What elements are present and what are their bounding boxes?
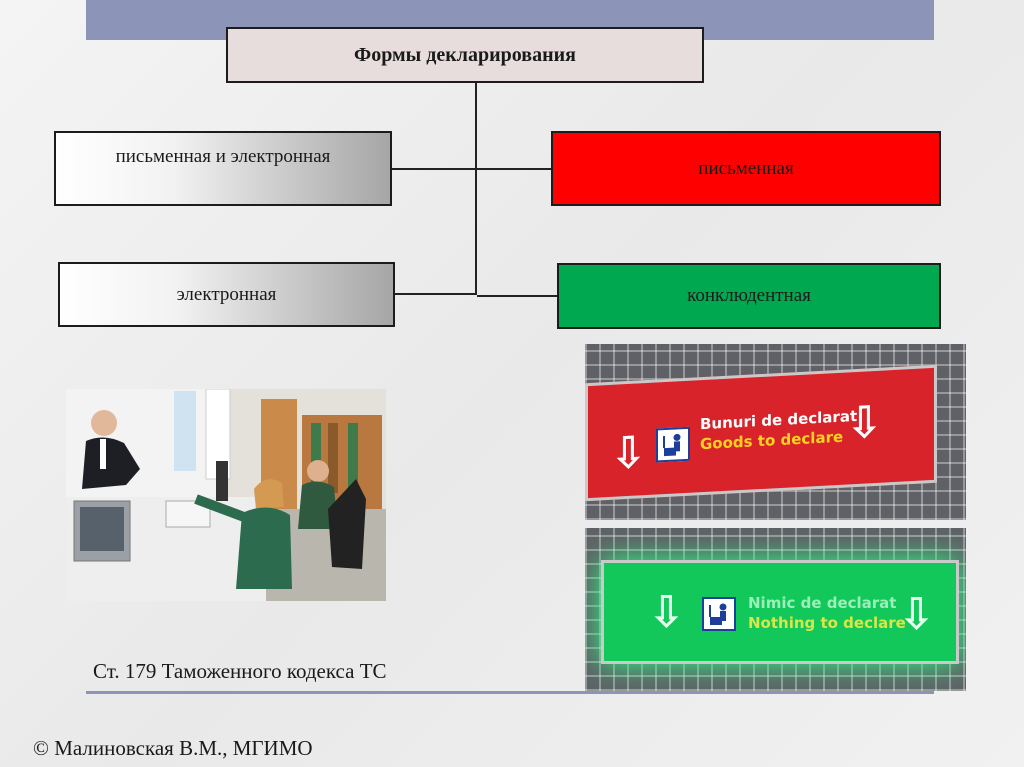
copyright-text: © Малиновская В.М., МГИМО [33,736,313,760]
customs-officer-icon [656,426,690,463]
green-channel-sign: ⇩ Nimic de declarat Nothing to declare ⇩ [601,560,959,664]
bottom-accent-line [86,691,934,694]
diagram-title: Формы декларирования [226,27,704,83]
arrow-down-icon: ⇩ [846,396,883,450]
arrow-down-icon: ⇩ [648,587,685,638]
connector-left-top [392,168,475,170]
customs-officer-icon [702,597,736,631]
customs-office-illustration [66,389,386,601]
connector-left-bottom [395,293,475,295]
red-sign-text: Bunuri de declarat Goods to declare [700,406,857,454]
node-electronic: электронная [58,262,395,327]
arrow-down-icon: ⇩ [610,426,647,480]
goods-to-declare-sign-photo: ⇩ Bunuri de declarat Goods to declare ⇩ [585,344,966,520]
red-channel-sign: ⇩ Bunuri de declarat Goods to declare ⇩ [585,364,937,502]
source-caption: Ст. 179 Таможенного кодекса ТС [93,659,387,683]
connector-trunk [475,83,477,295]
customs-office-photo [66,389,386,601]
arrow-down-icon: ⇩ [898,589,935,640]
connector-right-bottom [477,295,557,297]
green-sign-line1: Nimic de declarat [748,594,897,612]
green-sign-line2: Nothing to declare [748,614,906,632]
node-written: письменная [551,131,941,206]
green-sign-text: Nimic de declarat Nothing to declare [748,593,906,633]
nothing-to-declare-sign-photo: ⇩ Nimic de declarat Nothing to declare ⇩ [585,528,966,691]
node-conclusive: конклюдентная [557,263,941,329]
node-written-and-electronic: письменная и электронная [54,131,392,206]
connector-right-top [477,168,551,170]
customs-officer-glyph [663,433,681,457]
customs-officer-glyph [709,603,727,625]
